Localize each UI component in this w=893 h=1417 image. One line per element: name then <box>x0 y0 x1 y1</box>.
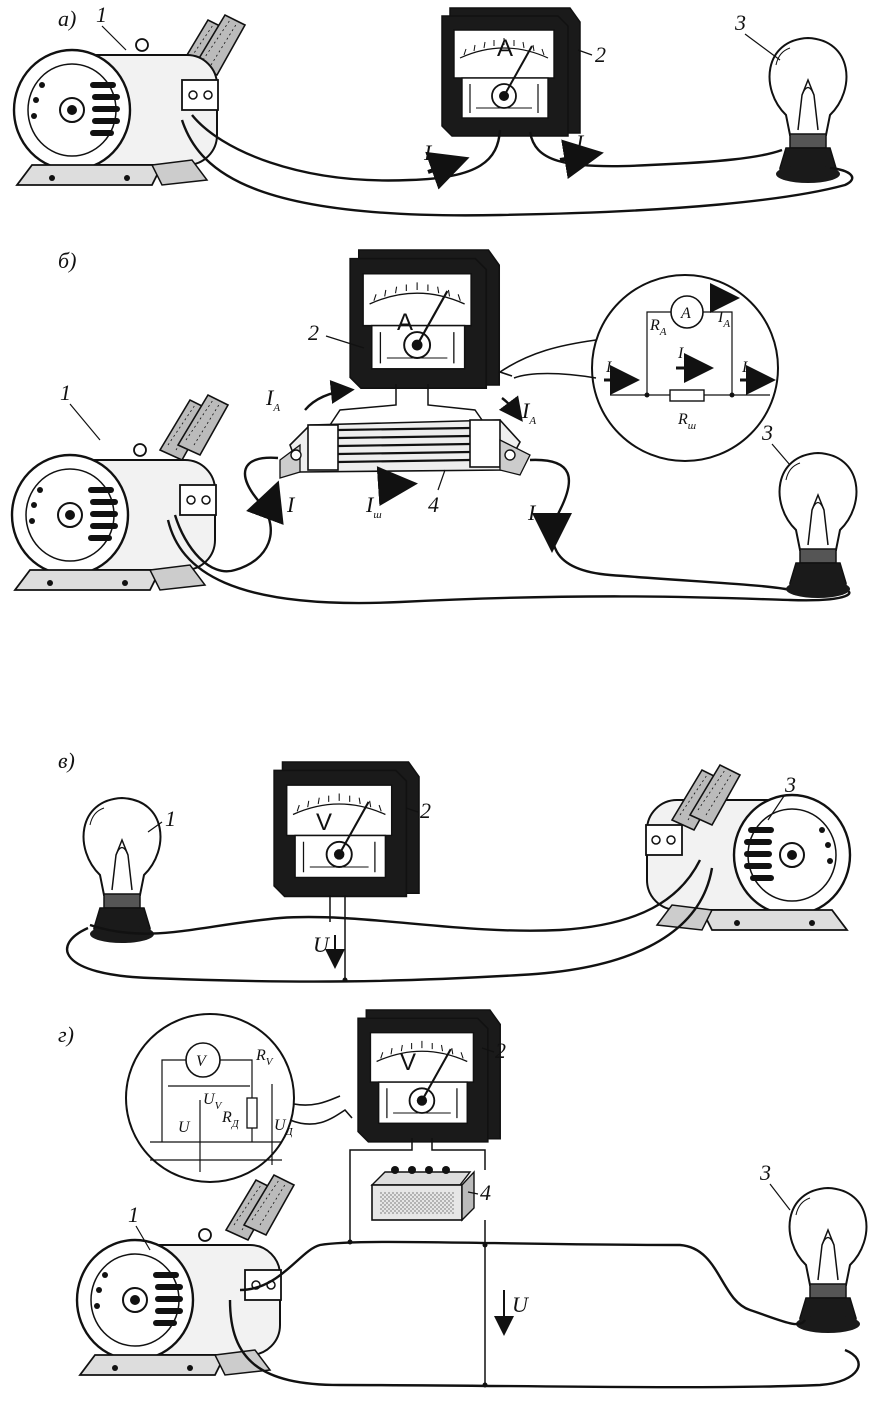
panel-c-lamp-number: 1 <box>165 806 176 831</box>
panel-d: г) V 2 4 1 3 <box>58 1008 868 1389</box>
panel-a-ammeter <box>441 7 581 137</box>
panel-d-meter-number: 2 <box>495 1038 506 1063</box>
panel-d-inset-u: U <box>178 1119 191 1136</box>
panel-b-inset-ia: IA <box>717 309 730 330</box>
panel-b-meter-letter: A <box>397 309 413 336</box>
panel-c: в) 1 V 2 3 U <box>58 748 852 983</box>
panel-d-inset-rd: RД <box>221 1109 240 1130</box>
panel-c-lamp <box>82 797 162 944</box>
panel-a-motor-number: 1 <box>96 2 107 27</box>
panel-c-meter-letter: V <box>316 809 332 836</box>
panel-c-meter-number: 2 <box>420 798 431 823</box>
panel-b-inset-i-right: I <box>741 359 748 376</box>
panel-b-current-out: I <box>527 500 537 525</box>
panel-b-shunt-number: 4 <box>428 492 439 517</box>
panel-d-resistor-number: 4 <box>480 1180 491 1205</box>
panel-a: а) 1 A 2 3 I I <box>12 2 854 217</box>
panel-c-voltage: U <box>313 932 331 957</box>
panel-b-ammeter <box>349 248 501 390</box>
panel-d-motor <box>75 1227 283 1377</box>
panel-a-lamp <box>768 37 848 184</box>
panel-b-current-meter-left: IA <box>265 385 280 414</box>
panel-c-voltmeter <box>273 760 421 898</box>
panel-d-lamp <box>788 1187 868 1334</box>
panel-d-tag: г) <box>58 1022 74 1047</box>
panel-a-motor <box>12 37 220 187</box>
panel-d-voltage: U <box>512 1292 530 1317</box>
panel-b-inset-rsh: Rш <box>677 411 696 432</box>
panel-b-shunt <box>279 419 531 479</box>
panel-b-inset-i-left: I <box>605 359 612 376</box>
panel-b-inset: A RA IA Iш I I Rш <box>498 274 779 462</box>
panel-a-current-left: I <box>423 140 433 165</box>
panel-b-current-meter-right: IA <box>521 398 536 427</box>
panel-d-lamp-number: 3 <box>759 1160 771 1185</box>
panel-b-inset-meter-letter: A <box>680 305 691 322</box>
panel-b: б) 1 A 2 4 <box>10 248 858 605</box>
panel-d-inset-rv: RV <box>255 1047 274 1068</box>
panel-b-tag: б) <box>58 248 76 273</box>
panel-d-inset-meter-letter: V <box>196 1053 208 1070</box>
panel-d-resistor <box>370 1166 475 1222</box>
panel-d-inset-uv: UV <box>203 1091 223 1112</box>
panel-d-inset: V RV UV RД UД U <box>125 1013 353 1183</box>
panel-b-inset-ra: RA <box>649 317 667 338</box>
panel-b-current-shunt: Iш <box>365 492 382 521</box>
panel-a-meter-number: 2 <box>595 42 606 67</box>
panel-d-motor-number: 1 <box>128 1202 139 1227</box>
panel-c-tag: в) <box>58 748 75 773</box>
panel-a-lamp-number: 3 <box>734 10 746 35</box>
panel-a-meter-letter: A <box>497 35 513 62</box>
panel-a-current-right: I <box>575 130 585 155</box>
panel-b-current-in: I <box>286 492 296 517</box>
panel-b-meter-number: 2 <box>308 320 319 345</box>
panel-a-tag: а) <box>58 6 76 31</box>
panel-d-voltmeter <box>357 1008 502 1143</box>
panel-b-lamp-number: 3 <box>761 420 773 445</box>
panel-b-motor <box>10 442 218 592</box>
panel-c-motor-number: 3 <box>784 772 796 797</box>
panel-d-inset-ud: UД <box>274 1117 294 1138</box>
panel-c-motor <box>644 782 852 932</box>
panel-b-lamp <box>778 452 858 599</box>
panel-d-meter-letter: V <box>400 1049 416 1076</box>
panel-b-motor-number: 1 <box>60 380 71 405</box>
